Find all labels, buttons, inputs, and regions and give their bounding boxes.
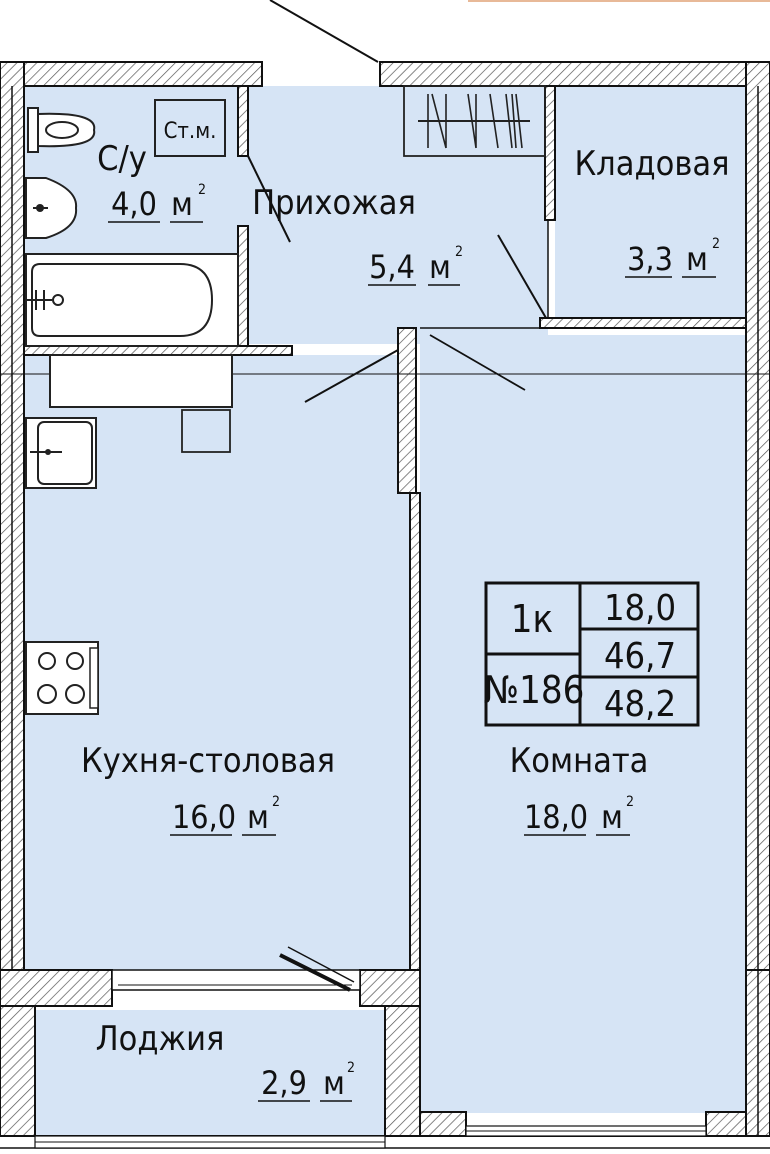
storage-door — [497, 234, 547, 319]
bathroom-sup: 2 — [198, 182, 206, 198]
room-name: Комната — [510, 741, 649, 781]
bathroom-area: 4,0 — [111, 185, 157, 223]
storage-unit: м — [686, 240, 708, 278]
hallway-sup: 2 — [455, 244, 463, 260]
living-area: 18,0 — [604, 588, 676, 629]
storage-label: Кладовая 3,3 м 2 — [574, 144, 729, 278]
entrance-line — [269, 0, 379, 63]
storage-floor — [555, 86, 745, 326]
kitchen-name: Кухня-столовая — [81, 741, 335, 781]
stove-icon — [25, 641, 99, 715]
apartment-summary: 1к №186 18,0 46,7 48,2 — [484, 581, 700, 727]
bathroom-name: С/у — [97, 139, 147, 179]
loggia-door — [279, 953, 351, 992]
kitchen-area: 16,0 — [172, 798, 236, 836]
hallway-floor — [238, 86, 548, 344]
loggia-unit: м — [323, 1064, 345, 1102]
room-label: Комната 18,0 м 2 — [510, 741, 649, 836]
room-sup: 2 — [626, 794, 634, 810]
bathroom-unit: м — [171, 185, 193, 223]
bathroom-fixtures — [25, 99, 239, 347]
kitchen-door — [304, 349, 399, 403]
bathtub-icon — [25, 253, 239, 347]
wardrobe-icon — [403, 85, 546, 157]
room-door — [429, 334, 526, 391]
loggia-name: Лоджия — [96, 1019, 225, 1059]
riser-label: Ст.м. — [164, 119, 217, 144]
loggia-sup: 2 — [347, 1060, 355, 1076]
apartment-number: №186 — [484, 668, 585, 712]
loggia-label: Лоджия 2,9 м 2 — [96, 1019, 355, 1102]
kitchen-sup: 2 — [272, 794, 280, 810]
kitchen-label: Кухня-столовая 16,0 м 2 — [81, 741, 335, 836]
riser-box — [154, 99, 226, 157]
loggia-floor — [35, 1010, 385, 1135]
room-area: 18,0 — [524, 798, 588, 836]
storage-sup: 2 — [712, 236, 720, 252]
kitchen-sink-icon — [25, 417, 97, 489]
windows — [34, 1125, 707, 1149]
hallway-label: Прихожая 5,4 м 2 — [252, 183, 463, 286]
total-area: 46,7 — [604, 636, 676, 677]
storage-name: Кладовая — [574, 144, 729, 184]
kitchen-fixtures — [25, 354, 233, 715]
bathroom-label: Ст.м. С/у 4,0 м 2 — [97, 119, 216, 223]
hallway-name: Прихожая — [252, 183, 416, 223]
hallway-unit: м — [429, 248, 451, 286]
kitchen-counter — [49, 354, 233, 408]
bathroom-door — [247, 155, 291, 243]
kitchen-unit: м — [247, 798, 269, 836]
storage-area: 3,3 — [627, 240, 673, 278]
apartment-type: 1к — [511, 597, 553, 641]
room-unit: м — [601, 798, 623, 836]
toilet-icon — [27, 107, 96, 153]
sink-icon — [25, 177, 78, 239]
doors — [111, 155, 547, 992]
total-area-with-loggia: 48,2 — [604, 684, 676, 725]
hallway-area: 5,4 — [369, 248, 415, 286]
loggia-area: 2,9 — [261, 1064, 307, 1102]
